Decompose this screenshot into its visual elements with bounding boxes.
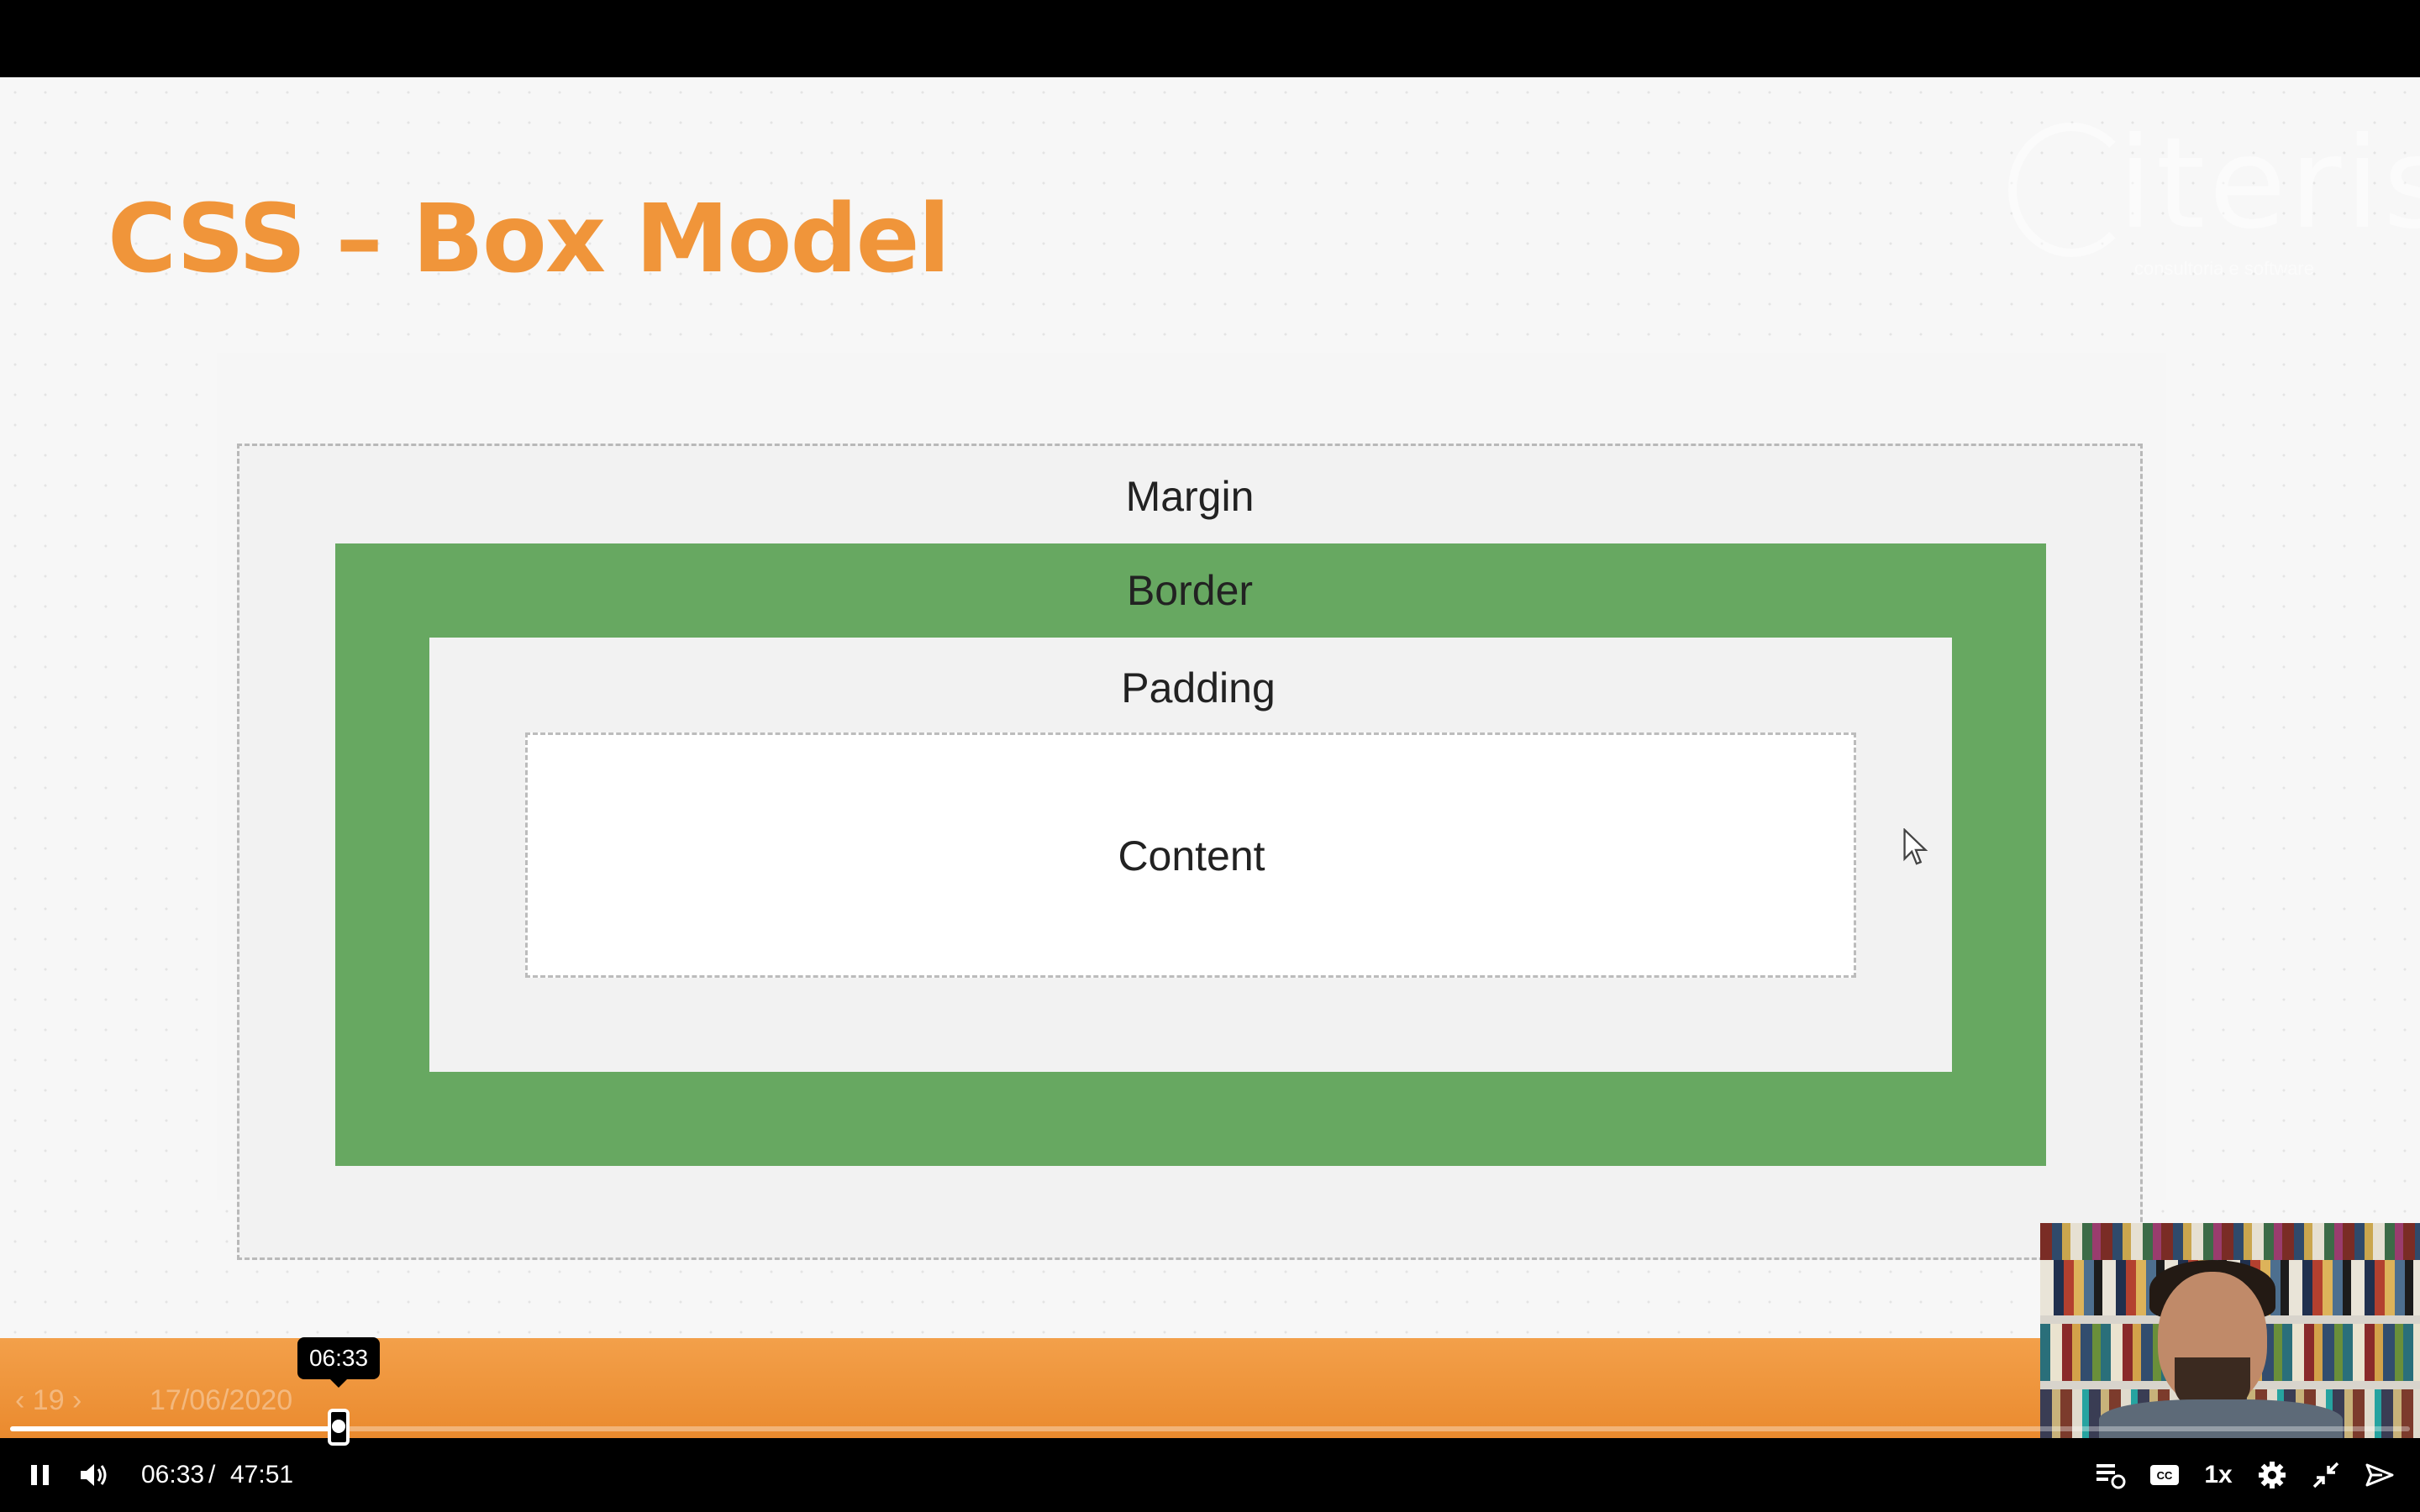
time-separator: /: [208, 1461, 216, 1488]
current-time: 06:33: [141, 1461, 205, 1488]
top-black-bar: [0, 0, 2420, 77]
slide-title: CSS – Box Model: [108, 185, 950, 294]
volume-icon: [81, 1464, 107, 1486]
total-time: 47:51: [230, 1461, 294, 1488]
logo-tagline: consultoria e software: [2134, 258, 2314, 279]
pause-button[interactable]: [18, 1453, 62, 1497]
slide-number-value: 19: [32, 1384, 65, 1416]
margin-label: Margin: [1125, 473, 1255, 520]
pause-icon: [31, 1465, 49, 1485]
company-logo: iteris consultoria e software: [1991, 111, 2420, 279]
slide-number: ‹ 19 ›: [15, 1384, 82, 1416]
playback-speed-button[interactable]: 1x: [2196, 1453, 2240, 1497]
player-control-bar: [0, 1438, 2420, 1512]
logo-mark-icon: [2008, 123, 2134, 257]
presenter-webcam: [2040, 1223, 2420, 1438]
captions-button[interactable]: CC: [2143, 1453, 2186, 1497]
svg-text:CC: CC: [2157, 1469, 2173, 1482]
chapters-icon: [2096, 1464, 2126, 1489]
border-label: Border: [1126, 567, 1254, 614]
content-box: [525, 732, 1856, 978]
progress-scrubber-handle[interactable]: [328, 1409, 350, 1446]
captions-icon: CC: [2150, 1465, 2179, 1485]
padding-label: Padding: [1121, 664, 1276, 711]
progress-played: [10, 1426, 339, 1431]
share-button[interactable]: [2358, 1453, 2402, 1497]
settings-icon: [2259, 1462, 2286, 1488]
volume-button[interactable]: [72, 1453, 116, 1497]
exit-fullscreen-button[interactable]: [2304, 1453, 2348, 1497]
logo-word: iteris: [2118, 111, 2420, 257]
slide-date: 17/06/2020: [150, 1384, 293, 1416]
presenter-shirt: [2099, 1399, 2343, 1438]
progress-bar[interactable]: [10, 1409, 2410, 1446]
settings-button[interactable]: [2250, 1453, 2294, 1497]
playback-speed-label: 1x: [2204, 1461, 2233, 1488]
content-label: Content: [1118, 832, 1265, 879]
exit-fullscreen-icon: [2312, 1462, 2339, 1488]
share-icon: [2365, 1463, 2394, 1487]
chapters-button[interactable]: [2089, 1453, 2133, 1497]
mouse-cursor-icon: [1903, 828, 1928, 865]
scrub-time-tooltip: 06:33: [297, 1337, 381, 1388]
